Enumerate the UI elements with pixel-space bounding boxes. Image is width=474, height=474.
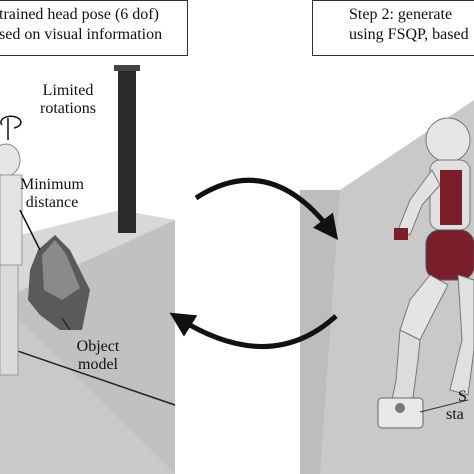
- limited-rotations-line1: Limited: [42, 82, 94, 99]
- step2-box: Step 2: generate using FSQP, based: [312, 0, 474, 56]
- robot-leg-2: [449, 274, 474, 396]
- robot-foot: [377, 397, 424, 429]
- object-model-highlight: [42, 240, 80, 300]
- robot-hand: [394, 228, 408, 240]
- pole: [118, 65, 136, 233]
- pole-cap: [114, 65, 140, 71]
- arrow-back: [169, 312, 338, 349]
- robot-ankle: [395, 403, 405, 413]
- stance-pointer: [419, 399, 469, 413]
- rotation-arc: [0, 115, 22, 129]
- right-cut-line2: sta: [446, 406, 464, 424]
- limited-rotations-line2: rotations: [40, 100, 96, 118]
- right-cut-label: S sta: [446, 388, 474, 425]
- object-pointer: [61, 317, 71, 331]
- step2-line2: using FSQP, based: [349, 26, 469, 43]
- right-scene-graphic: [300, 100, 474, 474]
- right-wall-shade: [300, 190, 340, 474]
- left-scene: [0, 0, 190, 474]
- step1-line1: trained head pose (6 dof): [0, 6, 159, 23]
- step1-line2: sed on visual information: [0, 26, 163, 43]
- robot-torso-red: [440, 170, 462, 225]
- arrow-forward: [194, 177, 339, 240]
- right-scene: [300, 0, 474, 474]
- robot-hips: [425, 229, 474, 281]
- object-model-line1: Object: [76, 338, 120, 355]
- right-cut-line1: S: [458, 388, 467, 405]
- robot-arm: [397, 169, 441, 236]
- object-model-line2: model: [78, 356, 118, 374]
- robot-leg-partial: [0, 264, 19, 376]
- limited-rotations-label: Limited rotations: [22, 82, 114, 119]
- left-scene-graphic: [0, 65, 176, 474]
- object-model-label: Object model: [66, 338, 130, 375]
- minimum-distance-label: Minimum distance: [12, 176, 92, 213]
- table-edge-line: [0, 344, 176, 406]
- minimum-distance-line2: distance: [25, 194, 79, 212]
- min-distance-line: [19, 209, 41, 251]
- step1-box: trained head pose (6 dof) sed on visual …: [0, 0, 188, 56]
- step2-line1: Step 2: generate: [349, 6, 453, 23]
- minimum-distance-line1: Minimum: [19, 176, 84, 193]
